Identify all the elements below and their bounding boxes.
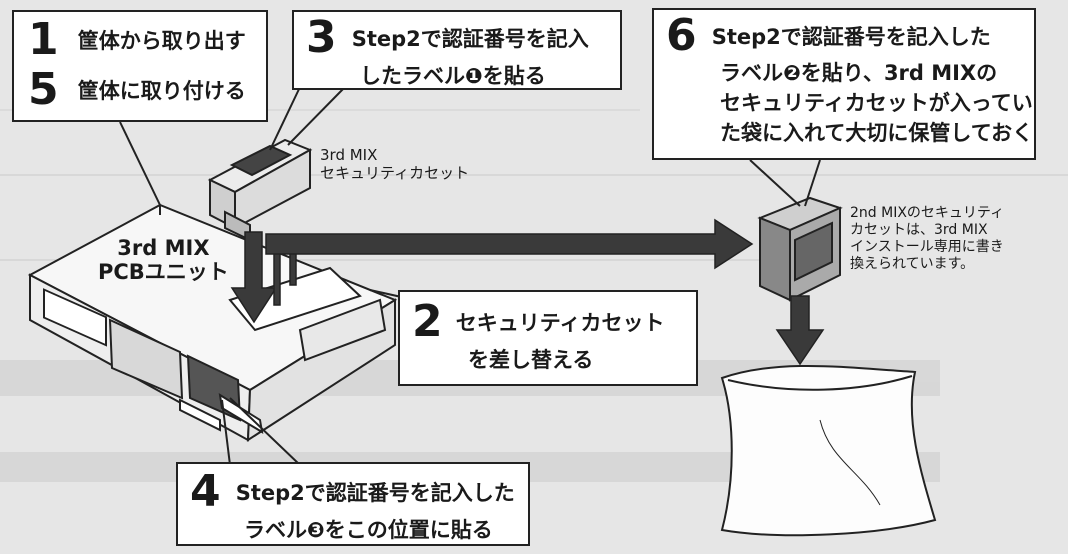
callout-steps-1-5: 1 筐体から取り出す 5 筐体に取り付ける [12,10,268,122]
arrows [230,218,825,366]
step-3-number: 3 [306,12,337,63]
arrow-to-2nd-mix [265,218,754,270]
step-5-text: 筐体に取り付ける [77,79,246,103]
step-6-line2: ラベル❷を貼り、3rd MIXの [720,61,998,85]
step-1-number: 1 [28,14,59,65]
step-6-line4: た袋に入れて大切に保管しておく [720,121,1034,145]
label-3rd-mix-cassette-line2: セキュリティカセット [320,164,470,182]
step-4-line2: ラベル❸をこの位置に貼る [244,518,493,542]
note-2nd-line4: 換えられています。 [850,256,975,272]
step-3-line1: Step2で認証番号を記入 [351,27,589,51]
step-3-line2: したラベル❶を貼る [360,64,546,88]
step-1-row: 1 筐体から取り出す [28,18,266,62]
label-3rd-mix-cassette-line1: 3rd MIX [320,146,378,164]
note-2nd-line3: インストール専用に書き [850,239,1004,255]
step-6-line1: Step2で認証番号を記入した [711,25,991,49]
label-3rd-mix-cassette: 3rd MIX セキュリティカセット [320,146,469,182]
cassette-3rd-mix [207,138,313,242]
note-2nd-mix: 2nd MIXのセキュリティ カセットは、3rd MIX インストール専用に書き… [850,205,1004,273]
step-5-row: 5 筐体に取り付ける [28,68,266,112]
step-2-number: 2 [412,296,443,347]
step-4-number: 4 [190,466,221,517]
label-pcb-line1: 3rd MIX [117,236,210,260]
pcb-unit [27,203,398,442]
step-6-number: 6 [666,10,697,61]
step-6-line3: セキュリティカセットが入ってい [720,91,1033,115]
label-pcb-unit: 3rd MIX PCBユニット [98,236,229,284]
plastic-bag [720,364,937,537]
arrow-down-pcb [230,231,278,324]
callout-step-6: 6 Step2で認証番号を記入した ラベル❷を貼り、3rd MIXの セキュリテ… [652,8,1036,160]
step-5-number: 5 [28,64,59,115]
note-2nd-line1: 2nd MIXのセキュリティ [850,205,1005,221]
arrow-down-to-bag [775,295,825,366]
label-pcb-line2: PCBユニット [98,260,229,284]
note-2nd-line2: カセットは、3rd MIX [850,222,988,238]
step-2-line1: セキュリティカセット [455,311,665,335]
callout-step-2: 2 セキュリティカセット を差し替える [398,290,698,386]
step-4-line1: Step2で認証番号を記入した [235,481,515,505]
cassette-2nd-mix [757,196,843,302]
callout-step-3: 3 Step2で認証番号を記入 したラベル❶を貼る [292,10,622,90]
step-1-text: 筐体から取り出す [77,29,246,53]
callout-step-4: 4 Step2で認証番号を記入した ラベル❸をこの位置に貼る [176,462,530,546]
step-2-line2: を差し替える [468,348,594,372]
